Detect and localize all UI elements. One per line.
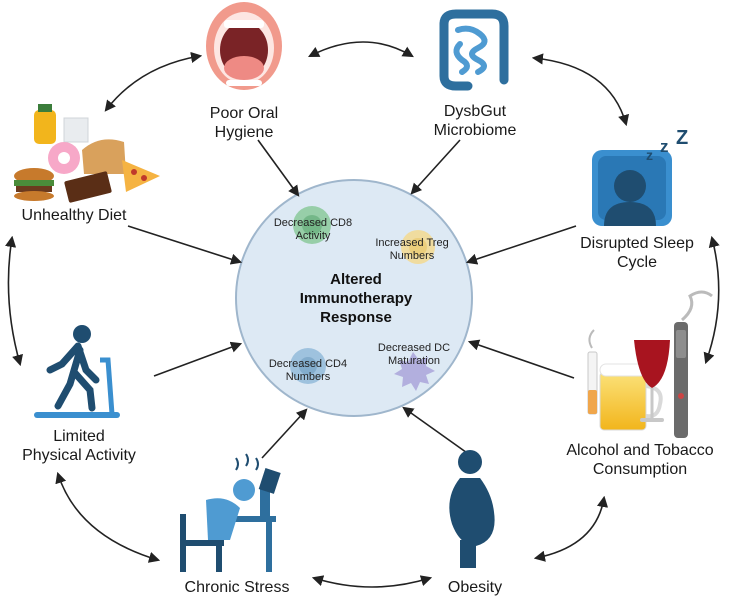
arrows-to-center	[127, 139, 577, 459]
cd4-label: Decreased CD4 Numbers	[268, 358, 348, 383]
center-title: Altered Immunotherapy Response	[299, 271, 413, 326]
junk-food-icon	[14, 104, 160, 203]
cd8-cell-icon	[293, 206, 331, 244]
stressed-person-icon	[180, 453, 281, 572]
label-alcohol-tobacco: Alcohol and Tobacco Consumption	[566, 442, 714, 478]
cd4-cell-icon	[290, 348, 326, 384]
label-dysbiotic-gut: DysbGut Microbiome	[433, 103, 517, 139]
cd8-label: Decreased CD8 Activity	[273, 217, 353, 242]
label-limited-activity: Limited Physical Activity	[22, 428, 136, 464]
treg-cell-icon	[401, 230, 435, 264]
alcohol-tobacco-icon	[587, 290, 713, 438]
treadmill-runner-icon	[34, 325, 120, 418]
open-mouth-icon	[206, 2, 282, 90]
label-obesity: Obesity	[447, 579, 503, 596]
intestine-icon	[439, 9, 509, 91]
dc-label: Decreased DC Maturation	[377, 342, 451, 367]
svg-text:Z: Z	[676, 127, 688, 149]
obese-person-icon	[449, 450, 495, 568]
label-poor-oral-hygiene: Poor Oral Hygiene	[209, 105, 279, 141]
treg-label: Increased Treg Numbers	[375, 237, 449, 262]
label-disrupted-sleep: Disrupted Sleep Cycle	[580, 235, 694, 271]
label-chronic-stress: Chronic Stress	[184, 579, 290, 596]
svg-text:z: z	[660, 137, 669, 156]
sleeping-person-icon: z z Z	[592, 127, 688, 226]
svg-text:z: z	[646, 147, 653, 163]
dendritic-cell-icon	[394, 352, 435, 391]
label-unhealthy-diet: Unhealthy Diet	[21, 207, 127, 224]
cycle-arrows	[5, 41, 720, 588]
